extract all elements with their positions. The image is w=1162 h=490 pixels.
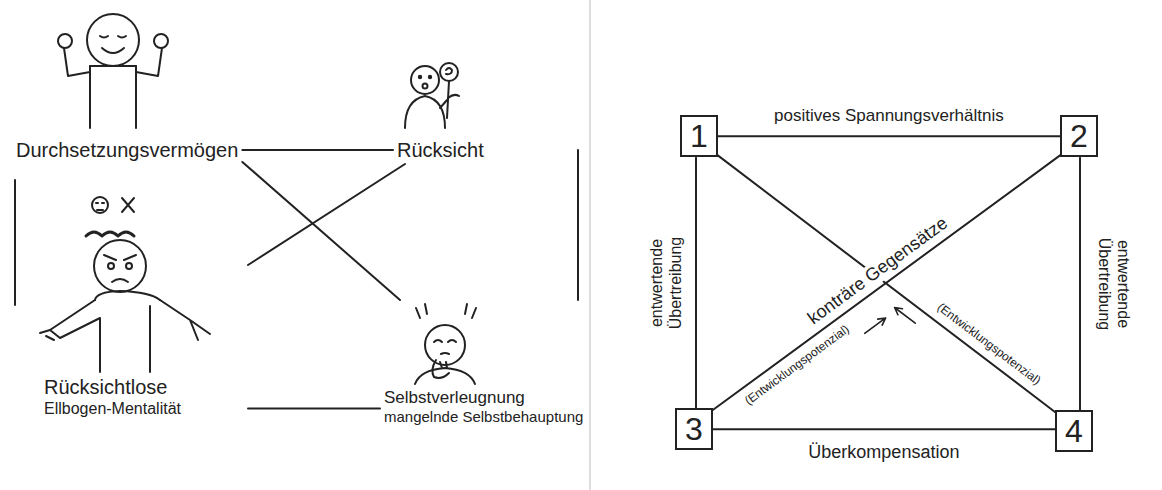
number-box: 1 [680, 115, 718, 157]
connector [248, 408, 380, 410]
worried-figure [415, 304, 476, 384]
edge-label: (Entwicklungspotenzial) [740, 320, 855, 410]
concept-text: Selbstverleugnung [384, 388, 583, 408]
edge-label: positives Spannungsverhältnis [771, 106, 1007, 126]
rose-figure [405, 63, 459, 128]
angry-figure [40, 197, 210, 372]
number-box: 3 [675, 408, 713, 450]
concept-node: Selbstverleugnungmangelnde Selbstbehaupt… [380, 300, 587, 428]
side-bracket [15, 150, 578, 305]
panel-separator [589, 0, 591, 490]
box-number: 3 [685, 410, 703, 448]
concept-node: Rücksicht [393, 30, 488, 164]
connector [248, 164, 405, 265]
connector [718, 135, 1060, 137]
development-arrow [865, 318, 886, 333]
concept-text: Rücksichtlose [44, 375, 244, 399]
box-number: 4 [1065, 412, 1083, 450]
concept-node: Durchsetzungsvermögen [12, 10, 242, 164]
connector [1079, 157, 1081, 410]
concept-text: Ellbogen-Mentalität [44, 399, 244, 418]
diagonal-label: konträre Gegensätze [802, 211, 955, 331]
edge-label: entwertende Übertreibung [1095, 223, 1133, 344]
connector [242, 149, 393, 151]
box-number: 1 [690, 117, 708, 155]
edge-label: (Entwicklungspotenzial) [932, 299, 1046, 390]
development-arrow [895, 307, 916, 323]
strong-figure [58, 14, 168, 128]
concept-text: mangelnde Selbstbehauptung [384, 408, 583, 426]
concept-text: Rücksicht [397, 138, 484, 162]
concept-text: Durchsetzungsvermögen [16, 138, 238, 162]
edge-label: Überkompensation [805, 442, 962, 464]
number-box: 4 [1055, 410, 1093, 452]
box-number: 2 [1070, 117, 1088, 155]
connector [695, 157, 697, 408]
connector [713, 428, 1055, 430]
concept-node: RücksichtloseEllbogen-Mentalität [40, 185, 248, 420]
number-box: 2 [1060, 115, 1098, 157]
edge-label: entwertende Übertreibung [647, 222, 685, 343]
connector [718, 155, 1055, 412]
